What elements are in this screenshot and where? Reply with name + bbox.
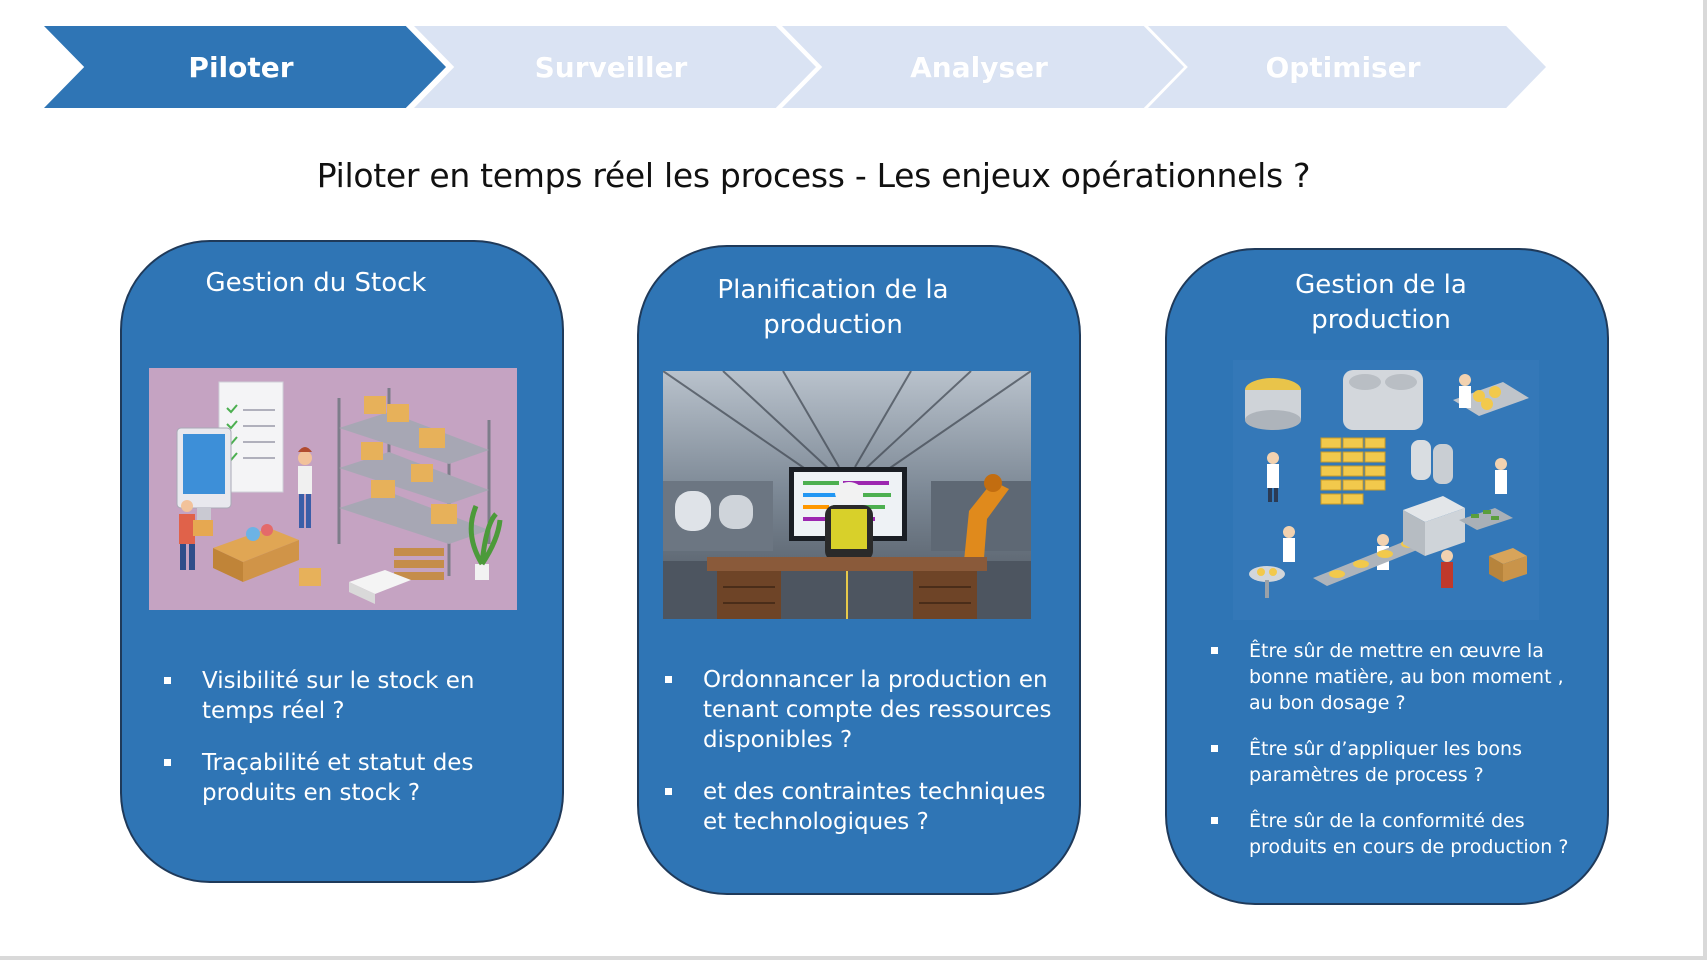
step-analyser[interactable]: Analyser — [782, 26, 1184, 108]
card-title-line: Gestion de la — [1295, 270, 1467, 300]
isometric-food-production-line — [1233, 360, 1539, 620]
step-label: Piloter — [188, 50, 294, 84]
list-item: et des contraintes techniques et technol… — [665, 777, 1055, 837]
list-item: Traçabilité et statut des produits en st… — [164, 748, 544, 808]
card-stock: Gestion du Stock — [120, 240, 564, 883]
inventory-warehouse-illustration — [149, 368, 517, 610]
list-item: Être sûr de mettre en œuvre la bonne mat… — [1211, 638, 1591, 716]
card-title-line: production — [763, 310, 903, 340]
card-planning: Planification de la production — [637, 245, 1081, 895]
step-label: Optimiser — [1265, 50, 1421, 84]
card-production: Gestion de la production — [1165, 248, 1609, 905]
slide-edge — [0, 956, 1707, 960]
card-title: Planification de la production — [613, 273, 1053, 343]
production-bullet-list: Être sûr de mettre en œuvre la bonne mat… — [1211, 638, 1591, 880]
card-title: Gestion de la production — [1161, 268, 1601, 338]
list-item: Être sûr d’appliquer les bons paramètres… — [1211, 736, 1591, 788]
step-label: Analyser — [910, 50, 1048, 84]
planning-bullet-list: Ordonnancer la production en tenant comp… — [665, 665, 1055, 859]
step-optimiser[interactable]: Optimiser — [1148, 26, 1546, 108]
step-surveiller[interactable]: Surveiller — [414, 26, 816, 108]
list-item: Ordonnancer la production en tenant comp… — [665, 665, 1055, 755]
list-item: Être sûr de la conformité des produits e… — [1211, 808, 1591, 860]
card-title-line: Planification de la — [717, 275, 949, 305]
stock-bullet-list: Visibilité sur le stock en temps réel ? … — [164, 666, 544, 830]
factory-control-desk-photo — [663, 371, 1031, 619]
slide-edge — [1703, 0, 1707, 960]
slide-title: Piloter en temps réel les process - Les … — [316, 156, 1311, 195]
card-title: Gestion du Stock — [205, 268, 427, 298]
card-title-line: production — [1311, 305, 1451, 335]
step-label: Surveiller — [534, 50, 688, 84]
step-piloter[interactable]: Piloter — [44, 26, 446, 108]
list-item: Visibilité sur le stock en temps réel ? — [164, 666, 544, 726]
